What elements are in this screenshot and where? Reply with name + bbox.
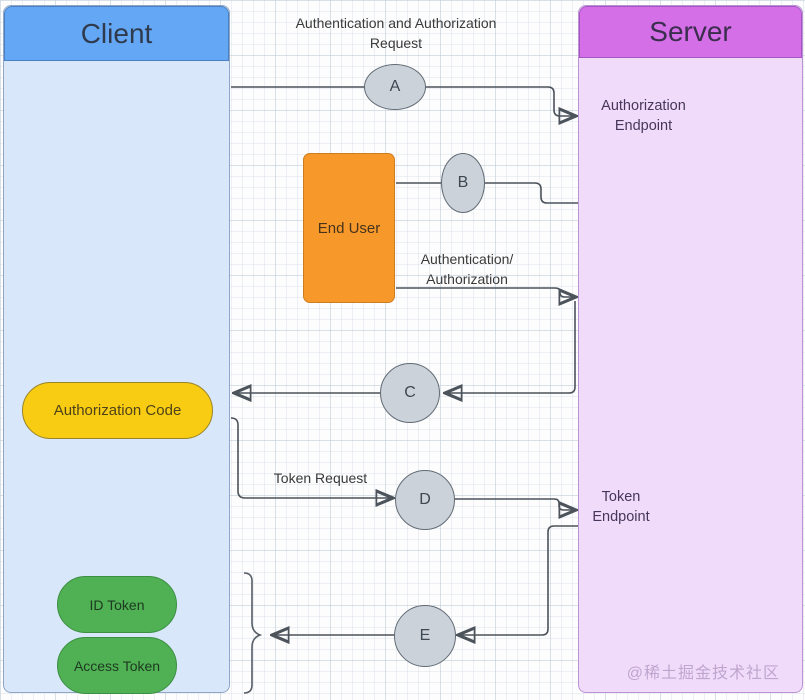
auth-request-edge-label: Authentication and Authorization Request <box>295 15 497 51</box>
end-user-node: End User <box>303 153 395 303</box>
step-c-label: C <box>404 384 416 401</box>
end-user-label: End User <box>317 219 381 237</box>
access-token-node: Access Token <box>57 637 177 694</box>
server-lane-header: Server <box>579 6 802 58</box>
token-request-edge-label: Token Request <box>273 470 368 486</box>
id-token-node: ID Token <box>57 576 177 633</box>
edge-authentication-authorization <box>396 287 576 297</box>
access-token-label: Access Token <box>73 657 161 674</box>
watermark: @稀土掘金技术社区 <box>626 665 780 682</box>
edge-d-to-server <box>455 498 576 510</box>
authorization-code-node: Authorization Code <box>22 382 213 439</box>
step-e-label: E <box>419 627 431 644</box>
tokens-group-brace <box>243 572 263 694</box>
edge-e-from-server <box>458 525 578 635</box>
step-circle-e: E <box>394 605 456 667</box>
step-a-label: A <box>389 78 401 95</box>
client-lane-header: Client <box>4 6 229 61</box>
step-circle-a: A <box>364 64 426 110</box>
token-endpoint-label: Token Endpoint <box>592 489 650 525</box>
step-circle-d: D <box>395 470 455 530</box>
edge-c-from-server <box>445 301 576 393</box>
authentication-authorization-edge-label: Authentication/ Authorization <box>420 251 514 287</box>
server-lane-title: Server <box>649 16 732 47</box>
authorization-endpoint-label: Authorization Endpoint <box>601 98 686 134</box>
authorization-code-label: Authorization Code <box>53 402 182 419</box>
step-b-label: B <box>457 174 469 191</box>
edge-b-enduser <box>396 182 578 204</box>
step-circle-c: C <box>380 363 440 423</box>
client-lane-title: Client <box>80 17 153 49</box>
step-d-label: D <box>419 491 431 508</box>
id-token-label: ID Token <box>89 596 145 613</box>
step-circle-b: B <box>441 153 485 213</box>
server-lane: Server <box>578 5 803 693</box>
